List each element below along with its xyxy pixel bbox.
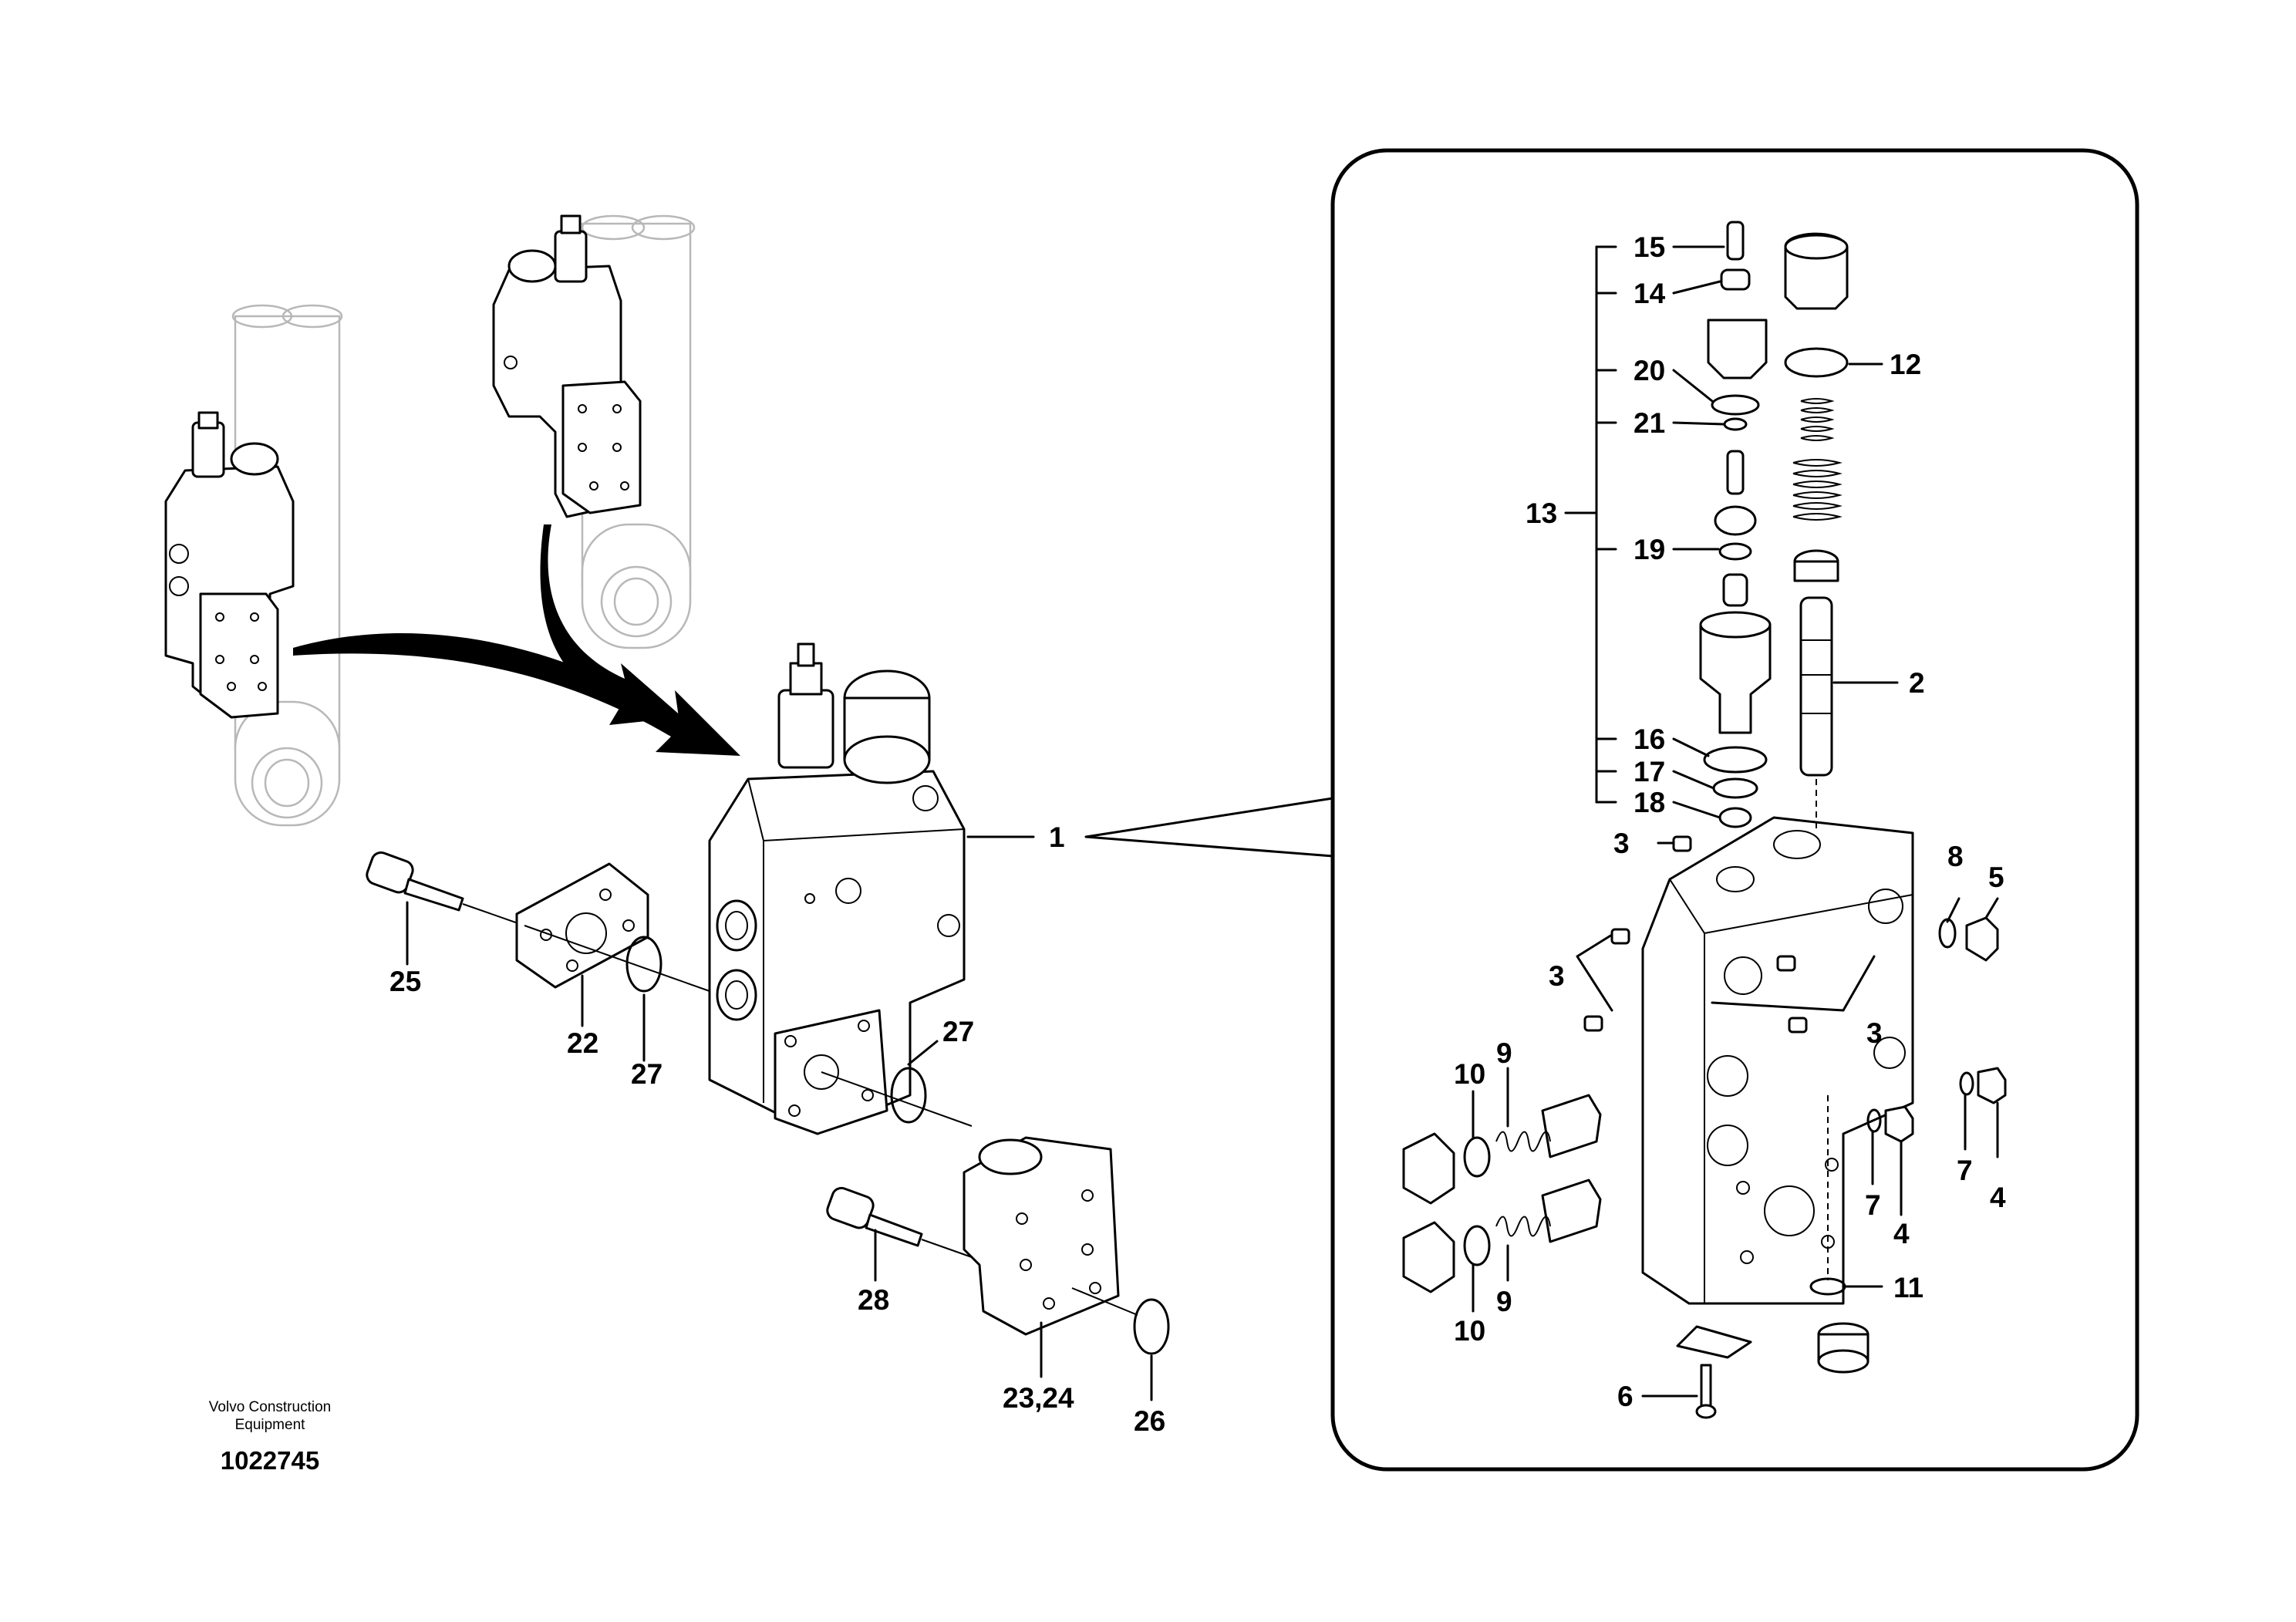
callout-28: 28 bbox=[858, 1284, 889, 1316]
direction-arrow-left bbox=[293, 632, 740, 756]
callout-6: 6 bbox=[1617, 1381, 1633, 1412]
callout-15: 15 bbox=[1633, 231, 1665, 263]
callout-labels: 1 25 22 27 27 28 23,24 26 15 14 20 21 13… bbox=[389, 231, 2006, 1437]
brand-line-1: Volvo Construction bbox=[209, 1399, 331, 1415]
callout-4-left: 4 bbox=[1893, 1218, 1910, 1249]
callout-3-left: 3 bbox=[1549, 960, 1565, 992]
callout-16: 16 bbox=[1633, 723, 1665, 755]
callout-10-bottom: 10 bbox=[1454, 1315, 1485, 1347]
valve-on-cylinder-left bbox=[164, 411, 295, 719]
part-27-oring-left bbox=[625, 936, 663, 993]
callout-8: 8 bbox=[1947, 841, 1964, 872]
detail-callout-pointer bbox=[1084, 797, 1334, 858]
detail-panel-frame bbox=[1330, 148, 2139, 1472]
callout-1: 1 bbox=[1049, 821, 1065, 853]
callout-25: 25 bbox=[389, 966, 421, 997]
part-23-24-block bbox=[963, 1136, 1120, 1336]
callout-20: 20 bbox=[1633, 355, 1665, 386]
callout-7-right: 7 bbox=[1957, 1155, 1973, 1186]
leader-lines-detail bbox=[1472, 245, 1999, 1398]
callout-11: 11 bbox=[1893, 1272, 1923, 1303]
leader-lines-center bbox=[406, 835, 1153, 1401]
part-25-bolt bbox=[366, 851, 525, 926]
callout-2: 2 bbox=[1909, 667, 1925, 699]
callout-5: 5 bbox=[1988, 862, 2004, 893]
callout-19: 19 bbox=[1633, 534, 1665, 565]
callout-21: 21 bbox=[1633, 407, 1665, 439]
callout-18: 18 bbox=[1633, 787, 1665, 818]
part-26-oring bbox=[1133, 1298, 1170, 1355]
document-number: 1022745 bbox=[221, 1446, 319, 1475]
detail-parts bbox=[1402, 221, 2007, 1419]
main-valve-block bbox=[708, 642, 966, 1135]
brand-line-2: Equipment bbox=[235, 1417, 306, 1433]
callout-3-right: 3 bbox=[1866, 1017, 1883, 1049]
callout-4-right: 4 bbox=[1990, 1182, 2006, 1213]
callout-27-right: 27 bbox=[942, 1016, 974, 1047]
callout-14: 14 bbox=[1633, 278, 1666, 309]
callout-27-left: 27 bbox=[631, 1058, 663, 1090]
callout-7-left: 7 bbox=[1865, 1189, 1881, 1221]
direction-arrow-top bbox=[540, 524, 683, 725]
part-28-bolt bbox=[826, 1186, 973, 1258]
callout-13: 13 bbox=[1526, 497, 1557, 529]
part-27-oring-right bbox=[890, 1067, 927, 1124]
callout-22: 22 bbox=[567, 1027, 598, 1059]
callout-3-top: 3 bbox=[1613, 828, 1630, 859]
callout-10-top: 10 bbox=[1454, 1058, 1485, 1090]
callout-9-top: 9 bbox=[1496, 1037, 1512, 1069]
callout-12: 12 bbox=[1890, 349, 1921, 380]
valve-on-cylinder-top bbox=[492, 214, 642, 518]
callout-9-bottom: 9 bbox=[1496, 1286, 1512, 1317]
callout-23-24: 23,24 bbox=[1003, 1382, 1074, 1414]
callout-17: 17 bbox=[1633, 756, 1665, 787]
callout-26: 26 bbox=[1134, 1405, 1165, 1437]
